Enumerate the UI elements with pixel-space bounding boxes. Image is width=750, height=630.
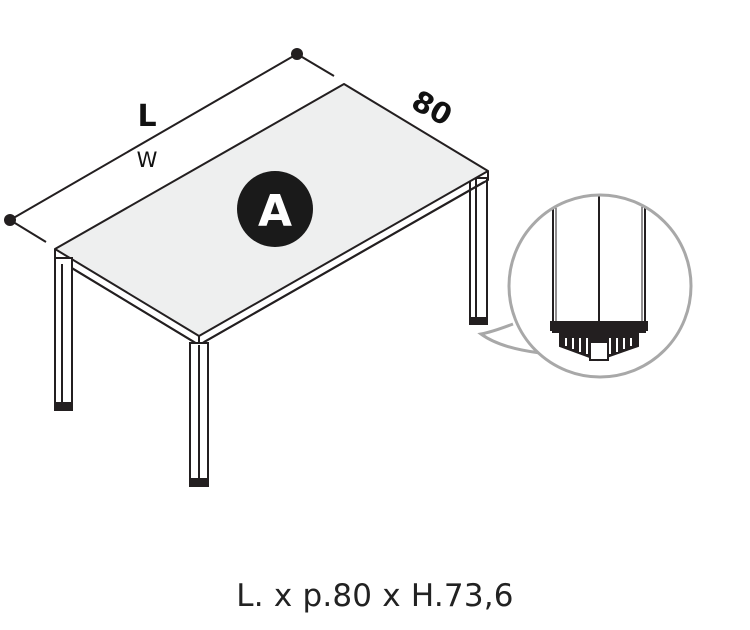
badge-circle <box>237 171 313 247</box>
detail-leg-foot <box>550 195 648 362</box>
length-dimension-dot-right <box>291 48 303 60</box>
badge-letter: A <box>258 186 292 237</box>
desk-leg-back-right <box>469 177 488 325</box>
detail-circle-outline <box>507 193 693 379</box>
length-dimension-dot-left <box>4 214 16 226</box>
length-label: L <box>137 99 156 134</box>
width-label: W <box>137 148 158 172</box>
desk-leg-front-left <box>54 257 73 411</box>
desk-leg-front-right <box>189 342 209 487</box>
length-dimension <box>9 53 335 243</box>
dimensions-caption: L. x p.80 x H.73,6 <box>236 578 514 614</box>
detail-callout-pointer <box>477 322 541 355</box>
